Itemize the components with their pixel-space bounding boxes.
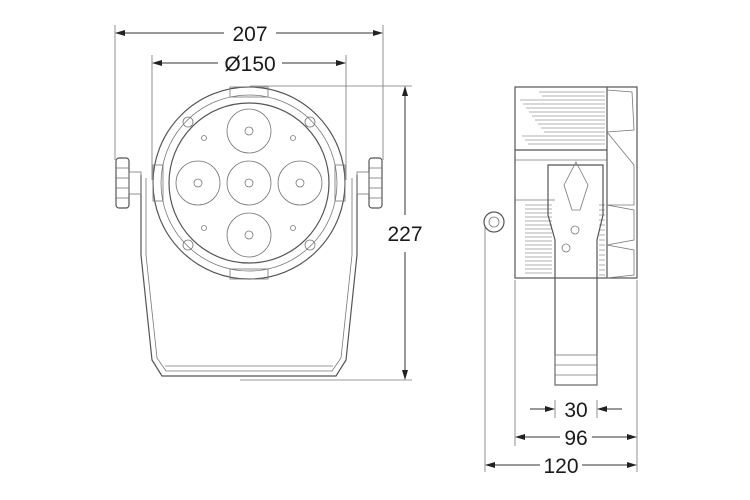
dimension-label-207: 207 (232, 23, 267, 46)
yoke-inner (145, 178, 353, 372)
housing-outer-ring (152, 86, 346, 280)
led-lenses (175, 108, 323, 258)
dimension-label-diameter-150: Ø150 (224, 53, 275, 76)
led-lens (175, 160, 221, 206)
left-knob (115, 157, 142, 209)
eyelet-hole (488, 216, 500, 228)
mounting-screws (182, 116, 316, 251)
dimension-label-227: 227 (387, 223, 422, 246)
bracket-arm (547, 164, 604, 386)
led-lens (226, 108, 272, 154)
cooling-fins (520, 91, 605, 276)
housing-ring (160, 94, 338, 272)
bracket-clamp (563, 161, 589, 211)
dimension-label-96: 96 (564, 427, 587, 450)
bracket-grip (554, 354, 598, 386)
led-lens (277, 160, 323, 206)
side-view: 30 96 120 (483, 86, 638, 478)
yoke-bracket (140, 175, 358, 377)
dimension-label-120: 120 (543, 455, 578, 478)
lens-plate (168, 102, 330, 264)
led-lens (226, 212, 272, 258)
housing-tabs (152, 86, 346, 280)
bracket-screw (570, 225, 580, 235)
right-knob (356, 157, 383, 209)
fixture-body (514, 86, 638, 279)
front-view: 207 Ø150 227 (114, 23, 423, 381)
bezel-segments (606, 89, 635, 279)
bracket-screw (561, 243, 571, 253)
dimension-label-30: 30 (564, 399, 587, 422)
safety-eyelet (483, 211, 505, 233)
led-lens (226, 160, 272, 206)
